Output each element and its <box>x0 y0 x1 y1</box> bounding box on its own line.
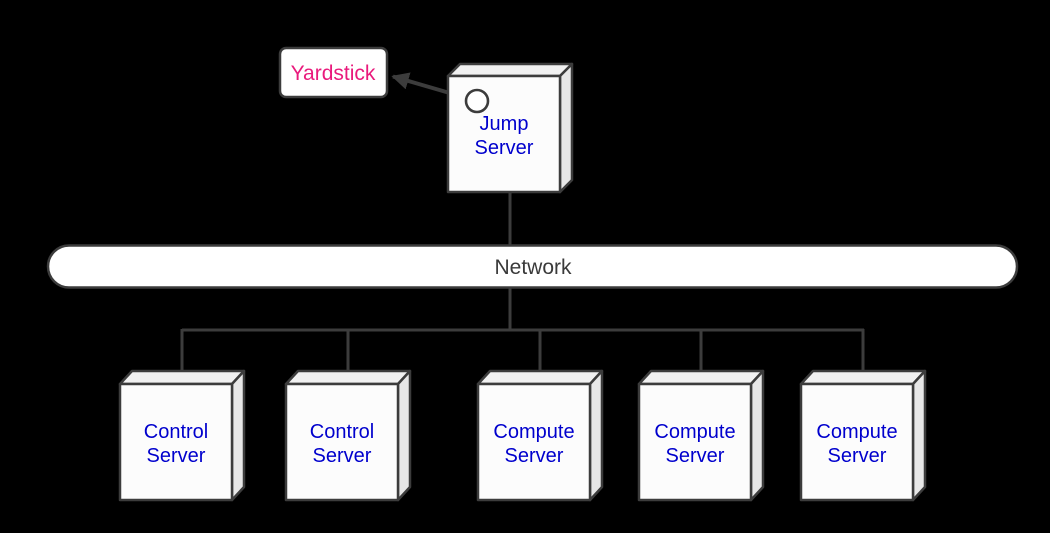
server-5-label-line2: Server <box>828 445 887 467</box>
server-1-label-line2: Server <box>147 445 206 467</box>
server-3-front-face <box>476 382 592 502</box>
node-control-server-2: Control Server <box>284 369 412 502</box>
server-4-side-face <box>749 369 765 502</box>
node-compute-server-1: Compute Server <box>476 369 604 502</box>
jump-server-label-line2: Server <box>475 137 534 159</box>
yardstick-label: Yardstick <box>291 62 376 85</box>
node-compute-server-3: Compute Server <box>799 369 927 502</box>
server-1-side-face <box>230 369 246 502</box>
server-4-top-face <box>637 369 765 386</box>
server-5-label-line1: Compute <box>816 421 897 443</box>
network-pill <box>46 244 1019 289</box>
node-compute-server-2: Compute Server <box>637 369 765 502</box>
edges <box>180 72 865 372</box>
yardstick-box <box>278 46 389 99</box>
server-3-label-line1: Compute <box>493 421 574 443</box>
server-2-label-line1: Control <box>310 421 374 443</box>
jump-server-label-line1: Jump <box>480 113 529 135</box>
server-2-top-face <box>284 369 412 386</box>
node-jump-server: Jump Server <box>446 62 574 194</box>
server-1-label-line1: Control <box>144 421 208 443</box>
server-4-front-face <box>637 382 753 502</box>
node-network: Network <box>46 244 1019 289</box>
server-5-front-face <box>799 382 915 502</box>
server-1-top-face <box>118 369 246 386</box>
server-2-side-face <box>396 369 412 502</box>
server-5-side-face <box>911 369 927 502</box>
server-1-front-face <box>118 382 234 502</box>
server-4-label-line2: Server <box>666 445 725 467</box>
server-4-label-line1: Compute <box>654 421 735 443</box>
jump-server-side-face <box>558 62 574 194</box>
server-3-top-face <box>476 369 604 386</box>
server-3-label-line2: Server <box>505 445 564 467</box>
node-control-server-1: Control Server <box>118 369 246 502</box>
connector-port-icon <box>464 88 490 114</box>
server-2-front-face <box>284 382 400 502</box>
network-label: Network <box>494 256 572 279</box>
jump-server-top-face <box>446 62 574 78</box>
server-5-top-face <box>799 369 927 386</box>
node-yardstick: Yardstick <box>278 46 389 99</box>
server-2-label-line2: Server <box>313 445 372 467</box>
server-3-side-face <box>588 369 604 502</box>
